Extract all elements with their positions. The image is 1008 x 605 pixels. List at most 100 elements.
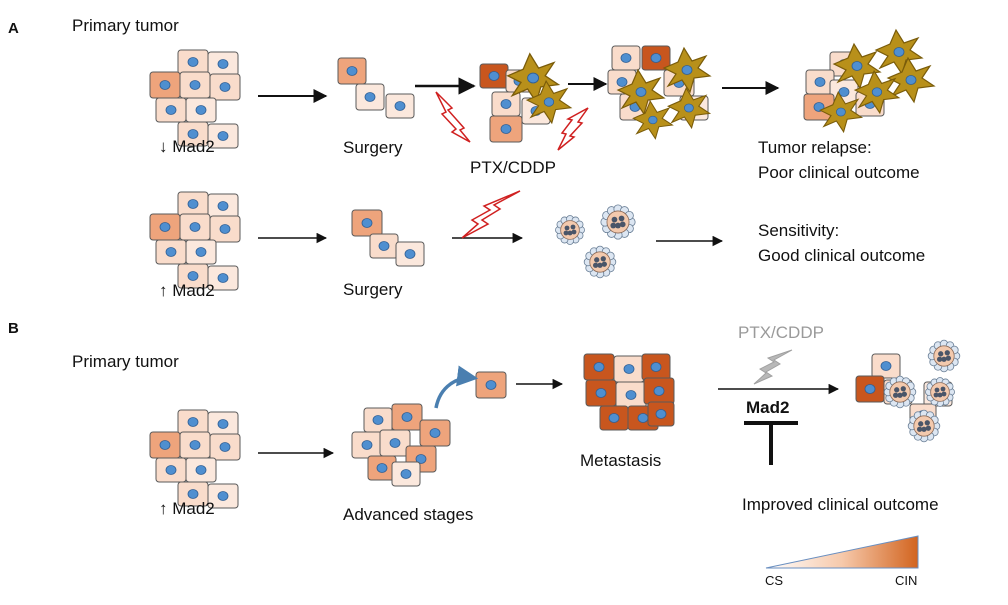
nucleus [217, 59, 229, 69]
tumor-cell [385, 93, 415, 119]
tumor-cell [155, 97, 187, 123]
tumor-cell [207, 51, 239, 77]
tumor-cell [611, 45, 641, 71]
tumor-cell [613, 355, 645, 383]
apoptotic-cell [555, 215, 585, 245]
nucleus [219, 442, 231, 452]
fibroblast-cell [874, 28, 924, 76]
fibroblast-cell [525, 79, 573, 125]
nucleus [864, 384, 876, 394]
tumor-cell [479, 63, 509, 89]
tumor-cell [871, 353, 901, 379]
tumor-cell [179, 71, 211, 99]
nucleus [159, 440, 171, 450]
drug-bolt-icon [435, 91, 471, 143]
fibroblast-cell [832, 42, 882, 90]
fibroblast-cell [818, 91, 864, 134]
residual-cells-top [337, 57, 415, 119]
apoptotic-cell [907, 409, 941, 443]
tumor-cell [209, 73, 241, 101]
relapse-label-line2: Poor clinical outcome [758, 163, 920, 182]
nucleus [650, 362, 662, 372]
tumor-cell [351, 209, 383, 237]
fibroblast-cell [853, 69, 901, 115]
tumor-cell [207, 411, 239, 437]
drug-bolts [435, 91, 793, 385]
tumor-cell [395, 241, 425, 267]
primary-tumor-cluster-high-mad2-b [149, 409, 241, 509]
tumor-cell [379, 429, 411, 457]
nucleus [189, 222, 201, 232]
improved-outcome-label: Improved clinical outcome [742, 495, 939, 514]
tumor-cell [149, 431, 181, 459]
nucleus [217, 419, 229, 429]
nucleus [372, 415, 384, 425]
tumor-cell [149, 71, 181, 99]
nucleus [217, 201, 229, 211]
primary-tumor-cluster-low-mad2 [149, 49, 241, 149]
nucleus [401, 412, 413, 422]
nucleus [346, 66, 358, 76]
tumor-cell [209, 433, 241, 461]
nucleus [608, 413, 620, 423]
nucleus [217, 131, 229, 141]
tumor-cell [615, 381, 647, 409]
metastasis-cells [583, 353, 675, 431]
tumor-cell [207, 483, 239, 509]
residual-cells-bottom [351, 209, 425, 267]
arrows-panel-b [258, 365, 840, 459]
fibroblast-cell [662, 46, 712, 94]
nucleus [653, 386, 665, 396]
nucleus [400, 469, 412, 479]
nucleus [650, 53, 662, 63]
nucleus [623, 364, 635, 374]
tumor-cell [641, 45, 671, 71]
nucleus [429, 428, 441, 438]
nucleus [389, 438, 401, 448]
cs-cin-gradient-wedge [765, 535, 919, 569]
tumor-cell [643, 377, 675, 405]
nucleus [165, 247, 177, 257]
tumor-cell [585, 379, 617, 407]
drug-bolt-icon [461, 190, 521, 239]
apoptotic-cell [927, 339, 961, 373]
nucleus [500, 99, 512, 109]
nucleus [376, 463, 388, 473]
nucleus [195, 465, 207, 475]
nucleus [880, 361, 892, 371]
arrows-panel-a [258, 77, 780, 247]
tumor-cell [207, 123, 239, 149]
sensitivity-label-line1: Sensitivity: [758, 221, 840, 240]
tumor-cell [855, 375, 885, 403]
nucleus [159, 80, 171, 90]
tumor-cell [177, 121, 209, 147]
nucleus [415, 454, 427, 464]
curved-arrow-detach [434, 365, 479, 409]
tumor-cell [179, 431, 211, 459]
nucleus [620, 53, 632, 63]
tumor-cell [391, 461, 421, 487]
fibroblast-cell [632, 100, 674, 140]
nucleus [361, 440, 373, 450]
nucleus [655, 409, 667, 419]
nucleus [217, 273, 229, 283]
surgery-label-top: Surgery [343, 138, 403, 157]
nucleus [187, 489, 199, 499]
nucleus [219, 224, 231, 234]
apoptotic-cell [883, 375, 917, 409]
tumor-cell [599, 405, 629, 431]
relapse-label-line1: Tumor relapse: [758, 138, 872, 157]
nucleus [159, 222, 171, 232]
nucleus [219, 82, 231, 92]
tumor-cell [179, 213, 211, 241]
high-mad2-label-a: ↑ Mad2 [159, 281, 215, 300]
tumor-cell [363, 407, 393, 433]
nucleus [195, 105, 207, 115]
nucleus [189, 80, 201, 90]
nucleus [187, 417, 199, 427]
nucleus [217, 491, 229, 501]
tumor-cell [207, 193, 239, 219]
tumor-cell [177, 49, 209, 75]
